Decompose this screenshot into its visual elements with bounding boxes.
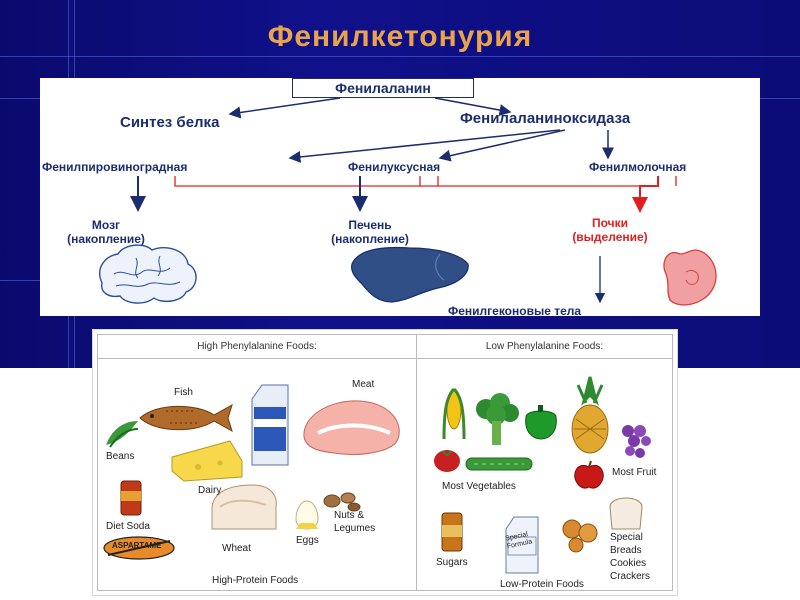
high-protein-footer: High-Protein Foods	[212, 575, 298, 586]
label-fish: Fish	[174, 387, 193, 398]
pepper-icon	[522, 405, 560, 441]
cookies-icon	[560, 519, 600, 553]
label-dairy: Dairy	[198, 485, 221, 496]
bread-slice-icon	[606, 493, 646, 531]
liver-process: (накопление)	[300, 232, 440, 246]
node-phenylalanine-oxidase: Фенилаланиноксидаза	[460, 110, 630, 127]
slide-title: Фенилкетонурия	[0, 20, 800, 54]
cucumber-icon	[464, 455, 534, 473]
pineapple-icon	[568, 375, 612, 455]
milk-carton-icon	[248, 381, 292, 469]
liver-icon	[352, 248, 469, 302]
liver-label: Печень	[300, 218, 440, 232]
label-sugars: Sugars	[436, 557, 468, 568]
label-beans: Beans	[106, 451, 134, 462]
brain-label: Мозг	[40, 218, 172, 232]
label-nuts-legumes: Nuts & Legumes	[334, 509, 375, 535]
node-phenyllactic: Фенилмолочная	[589, 160, 686, 174]
label-most-vegetables: Most Vegetables	[442, 481, 516, 492]
fish-icon	[136, 401, 236, 435]
pathway-diagram: Фенилаланин Синтез белка Фенилаланинокси…	[40, 78, 760, 316]
arrow-to-phenylacetic	[440, 130, 565, 158]
root-node-phenylalanine: Фенилаланин	[292, 78, 474, 98]
kidneys-process: (выделение)	[540, 230, 680, 244]
node-liver: Печень (накопление)	[300, 218, 440, 246]
tomato-icon	[432, 447, 462, 473]
node-phenylpyruvic: Фенилпировиноградная	[42, 160, 187, 174]
red-connector	[175, 176, 640, 186]
node-brain: Мозг (накопление)	[40, 218, 172, 246]
label-wheat: Wheat	[222, 543, 251, 554]
soda-can-icon	[120, 479, 142, 517]
kidney-icon	[664, 250, 716, 305]
label-eggs: Eggs	[296, 535, 319, 546]
corn-icon	[442, 383, 466, 441]
arrow-to-kidneys	[640, 176, 658, 211]
column-divider	[416, 335, 417, 590]
apple-icon	[572, 459, 606, 491]
node-ketone-bodies: Фенилгеконовые тела	[448, 304, 581, 318]
arrow-protein-synthesis	[230, 98, 340, 114]
node-kidneys: Почки (выделение)	[540, 216, 680, 244]
aspartame-label: ASPARTAME	[112, 541, 161, 550]
sugar-can-icon	[440, 511, 464, 553]
kidneys-label: Почки	[540, 216, 680, 230]
decorative-line	[0, 280, 40, 281]
food-chart-frame: High Phenylalanine Foods: Low Phenylalan…	[97, 334, 673, 591]
low-phe-header: Low Phenylalanine Foods:	[417, 335, 672, 359]
brain-process: (накопление)	[40, 232, 172, 246]
brain-icon	[100, 245, 196, 303]
grapes-icon	[618, 421, 652, 461]
low-protein-footer: Low-Protein Foods	[500, 579, 584, 590]
meat-icon	[298, 393, 408, 459]
label-meat: Meat	[352, 379, 374, 390]
food-chart: High Phenylalanine Foods: Low Phenylalan…	[92, 329, 678, 596]
node-protein-synthesis: Синтез белка	[120, 114, 219, 131]
label-diet-soda: Diet Soda	[106, 521, 150, 532]
high-phe-header: High Phenylalanine Foods:	[98, 335, 416, 359]
broccoli-icon	[472, 391, 522, 447]
label-special-breads: Special Breads Cookies Crackers	[610, 531, 650, 583]
beans-icon	[104, 419, 140, 449]
node-phenylacetic: Фенилуксусная	[348, 160, 440, 174]
egg-icon	[294, 499, 320, 531]
arrow-to-phenylpyruvic	[290, 130, 560, 158]
label-most-fruit: Most Fruit	[612, 467, 656, 478]
decorative-line	[0, 56, 800, 57]
cheese-icon	[168, 435, 246, 483]
